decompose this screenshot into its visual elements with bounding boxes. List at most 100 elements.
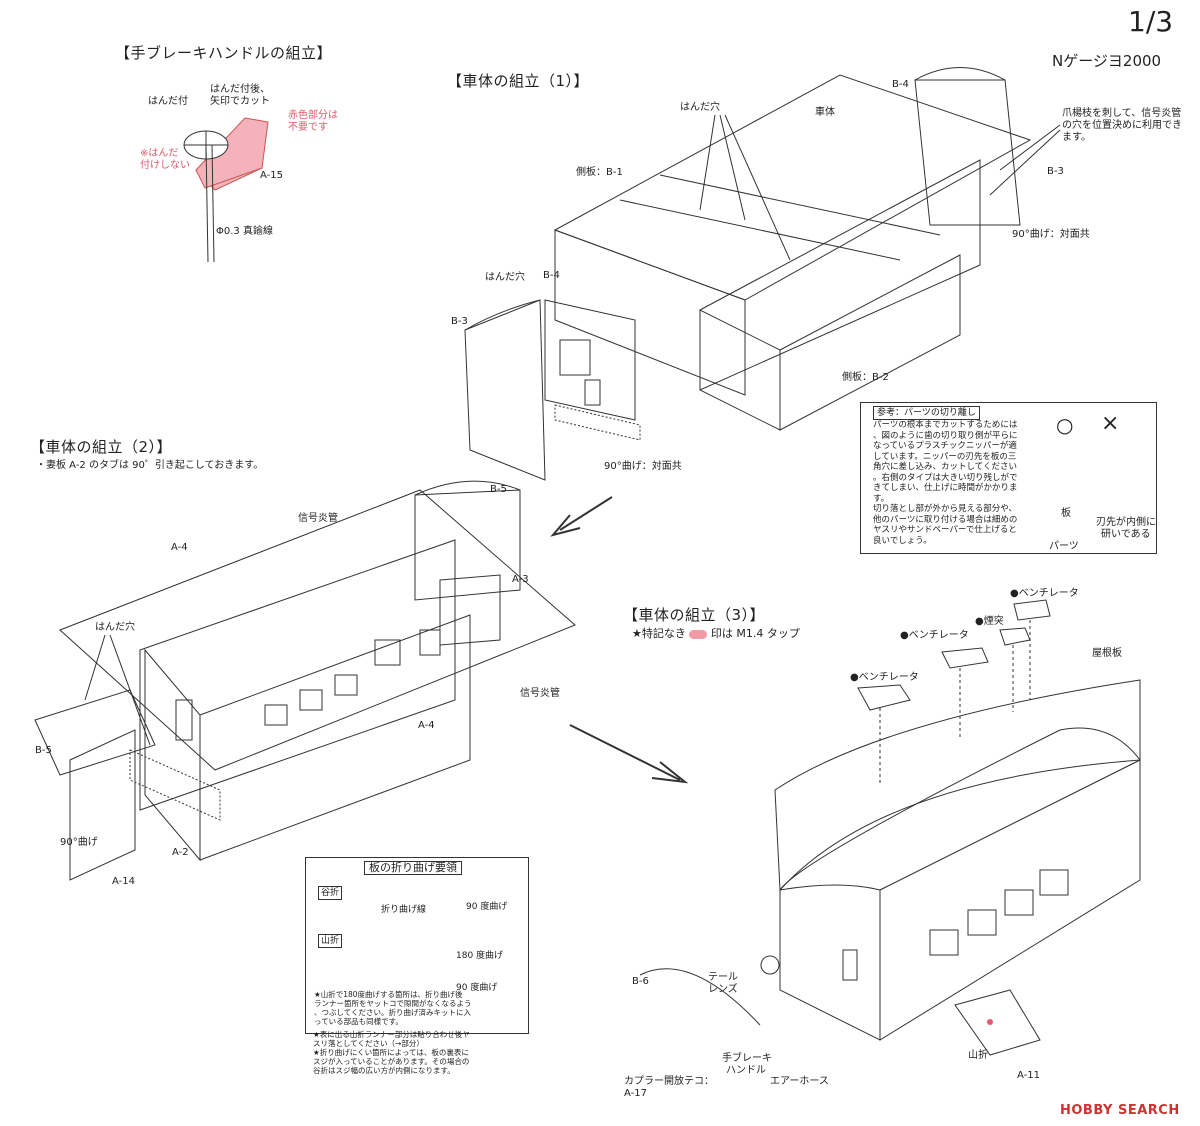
reference-line: 切り落とし部が外から見える部分や、	[873, 504, 1017, 514]
blade-label-1: 刃先が内側に	[1096, 517, 1156, 528]
brake-wire-label: Φ0.3 真鍮線	[216, 226, 273, 237]
brake-nosolder-2: 付けしない	[140, 160, 190, 171]
body2-a4-label: A-4	[171, 542, 188, 553]
chimney-label: ●煙突	[975, 616, 1004, 627]
body1-b3b-label: B-3	[451, 316, 468, 327]
reference-line: パーツの根本までカットするためには	[873, 420, 1018, 430]
watermark: HOBBY SEARCH	[1060, 1103, 1180, 1118]
fold-notes: ★山折で180度曲げする箇所は、折り曲げ後 ランナー箇所をヤットコで隙間がなくな…	[314, 990, 524, 1026]
body3-note: ★特記なき 印は M1.4 タップ	[632, 628, 800, 640]
brake-handle-1: 手ブレーキ	[722, 1053, 772, 1064]
fold-note-line: スジが入っていることがあります。その場合の	[313, 1057, 470, 1066]
brake-handle-drawing	[183, 117, 269, 263]
a11-label: A-11	[1017, 1070, 1040, 1081]
body2-a3-label: A-3	[512, 574, 529, 585]
reference-line: 他のパーツに取り付ける場合は細めの	[873, 514, 1018, 525]
reference-line: 。右側のタイプは大きい切り残しがで	[873, 472, 1018, 483]
brake-part-label: A-15	[260, 170, 283, 181]
fold-note-line: ★山折で180度曲げする箇所は、折り曲げ後	[314, 990, 463, 999]
deg90b-label: 90 度曲げ	[456, 983, 498, 993]
coupler-label: カプラー開放テコ：	[624, 1076, 714, 1087]
fold-note-line: スリ落としてください（→部分）	[313, 1039, 424, 1048]
ng-mark: ×	[1101, 411, 1120, 436]
reference-line: しています。ニッパーの刃先を板の三	[873, 451, 1017, 462]
parts-label: パーツ	[1049, 541, 1079, 552]
b6-label: B-6	[632, 976, 649, 987]
body3-note-suffix: 印は M1.4 タップ	[710, 627, 800, 640]
body1-section-title: 【車体の組立（1）】	[447, 72, 590, 90]
fold-note-line: ★折り曲げにくい箇所によっては、板の裏表に	[313, 1048, 469, 1057]
body1-bend2-label: 90°曲げ：対面共	[604, 461, 682, 472]
reference-box: 参考：パーツの切り離し パーツの根本までカットするためには 、図のように歯の切り…	[860, 402, 1157, 554]
reference-line: 、図のように歯の切り取り側が平らに	[873, 430, 1018, 441]
page-number: 1/3	[1128, 5, 1174, 38]
body1-b3-label: B-3	[1047, 166, 1064, 177]
reference-title: 参考：パーツの切り離し	[873, 406, 980, 420]
fold-note-line: ★表に出る山折ランナー部分は貼り合わせ後ヤ	[313, 1030, 470, 1039]
fold-instructions-box: 板の折り曲げ要領 谷折 山折 折り曲げ線 90 度曲げ 180 度曲げ 90 度…	[305, 857, 529, 1034]
reference-line: きてしまい、仕上げに時間がかかりま	[873, 483, 1018, 493]
vent3-label: ●ベンチレータ	[850, 672, 919, 683]
body1-b4b-label: B-4	[543, 270, 560, 281]
fold-title: 板の折り曲げ要領	[364, 861, 462, 875]
body2-section-title: 【車体の組立（2）】	[30, 438, 173, 456]
brake-red-note-1: 赤色部分は	[288, 110, 338, 121]
mountain-label: 山折	[318, 934, 343, 948]
body1-body-label: 車体	[815, 107, 835, 118]
fold-note-line: ランナー箇所をヤットコで隙間がなくなるよう	[314, 999, 472, 1008]
body2-drawing	[34, 480, 576, 881]
body1-holes2-label: はんだ穴	[485, 272, 525, 283]
body2-a4b-label: A-4	[418, 720, 435, 731]
fold-note-line: っている部品も同様です。	[314, 1017, 403, 1026]
air-hose-label: エアーホース	[770, 1076, 829, 1087]
vent1-label: ●ベンチレータ	[1010, 588, 1079, 599]
brake-handle-2: ハンドル	[726, 1065, 766, 1076]
body1-note-1: 爪楊枝を刺して、信号炎管	[1062, 108, 1182, 119]
ok-mark: ○	[1056, 413, 1074, 437]
body2-a14-label: A-14	[112, 876, 135, 887]
brake-section-title: 【手ブレーキハンドルの組立】	[115, 44, 333, 62]
a17-label: A-17	[624, 1088, 647, 1099]
reference-line: なっているプラスチックニッパーが適	[873, 441, 1017, 451]
body3-section-title: 【車体の組立（3）】	[623, 606, 766, 624]
body1-drawing	[464, 67, 1032, 481]
tail-lens-2: レンズ	[708, 984, 738, 995]
fold-note-line: 、つぶしてください。折り曲げ済みキットに入	[314, 1008, 472, 1017]
fold-line-label: 折り曲げ線	[381, 905, 427, 915]
body2-b5-label: B-5	[490, 484, 507, 495]
body1-side1-label: 側板：B-1	[576, 167, 623, 178]
body2-note: ・妻板 A-2 のタブは 90゜引き起こしておきます。	[36, 460, 264, 471]
body3-note-prefix: ★特記なき	[632, 627, 686, 640]
valley-label: 谷折	[318, 886, 343, 900]
deg180-label: 180 度曲げ	[456, 951, 504, 961]
reference-text: パーツの根本までカットするためには 、図のように歯の切り取り側が平らに なってい…	[873, 420, 1023, 546]
body2-b5b-label: B-5	[35, 745, 52, 756]
reference-line: ヤスリやサンドペーパーで仕上げると	[873, 525, 1017, 535]
fold-note-line: 谷折はスジ幅の広い方が内側になります。	[313, 1066, 455, 1075]
product-name: Nゲージヨ2000	[1052, 52, 1162, 70]
deg90-label: 90 度曲げ	[466, 902, 508, 912]
brake-after-label: はんだ付後、	[210, 84, 270, 95]
body1-note-3: ます。	[1062, 132, 1091, 143]
body2-signal2-label: 信号炎管	[520, 688, 560, 699]
reference-line: 角穴に差し込み、カットしてください	[873, 462, 1017, 472]
body1-side2-label: 側板：B-2	[842, 372, 889, 383]
body1-note-2: の穴を位置決めに利用でき	[1062, 120, 1182, 131]
roof-label: 屋根板	[1092, 648, 1122, 659]
brake-nosolder-1: ※はんだ	[140, 148, 179, 159]
body2-signal-label: 信号炎管	[298, 513, 338, 524]
body1-bend-label: 90°曲げ：対面共	[1012, 229, 1090, 240]
body1-holes-label: はんだ穴	[680, 102, 720, 113]
plate-label: 板	[1061, 508, 1071, 519]
reference-line: 良いでしょう。	[873, 535, 932, 546]
body2-holes-label: はんだ穴	[95, 622, 135, 633]
body3-drawing	[639, 599, 1141, 1056]
tail-lens-1: テール	[708, 972, 738, 983]
tap-mark	[689, 629, 708, 639]
reference-line: す。	[873, 493, 890, 504]
body1-b4-label: B-4	[892, 79, 909, 90]
vent2-label: ●ベンチレータ	[900, 630, 969, 641]
fold-notes-continued: ★表に出る山折ランナー部分は貼り合わせ後ヤ スリ落としてください（→部分） ★折…	[313, 1030, 528, 1075]
brake-cut-label: 矢印でカット	[210, 96, 270, 107]
